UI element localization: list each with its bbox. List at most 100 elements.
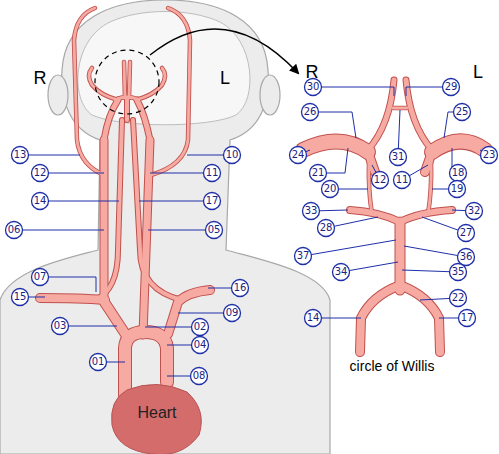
callout-circle (290, 147, 307, 164)
callout-circle (12, 289, 29, 306)
callout-number: 13 (14, 150, 27, 160)
inset-caption: circle of Willis (350, 359, 435, 373)
callout-number: 03 (54, 321, 67, 331)
callout-circle (449, 181, 466, 198)
callout-number: 16 (234, 283, 247, 293)
callout-number: 24 (292, 150, 305, 160)
callout-circle (295, 248, 312, 265)
organ-label: Heart (137, 404, 176, 422)
heart-shape: Heart (107, 380, 207, 454)
callout-number: 11 (206, 168, 219, 178)
callout-circle (90, 354, 107, 371)
callout-circle (322, 181, 339, 198)
side-label: L (220, 69, 230, 87)
callout-number: 15 (14, 292, 27, 302)
callout-circle (305, 79, 322, 96)
callout-circle (458, 225, 475, 242)
callout-number: 18 (452, 168, 465, 178)
callout-number: 19 (451, 184, 464, 194)
callout-circle (459, 310, 476, 327)
callout-number: 17 (206, 196, 219, 206)
callout-circle (466, 203, 483, 220)
callout-circle (32, 193, 49, 210)
callout-number: 33 (305, 206, 318, 216)
leader-line (303, 240, 396, 256)
callout-number: 36 (460, 252, 473, 262)
callout-number: 29 (445, 82, 458, 92)
callout-number: 30 (307, 82, 320, 92)
leader-line (40, 173, 104, 174)
callout-number: 20 (324, 184, 337, 194)
callout-number: 34 (335, 267, 348, 277)
callout-number: 06 (8, 225, 21, 235)
callout-number: 37 (297, 251, 310, 261)
callout-circle (204, 193, 221, 210)
callout-number: 08 (193, 371, 206, 381)
callout-number: 28 (320, 223, 333, 233)
callout-circle (206, 222, 223, 239)
callout-circle (390, 149, 407, 166)
callout-circle (318, 220, 335, 237)
callout-number: 01 (92, 357, 105, 367)
leader-line (313, 87, 394, 96)
callout-number: 12 (34, 168, 47, 178)
leader-line (148, 230, 214, 231)
leader-line (139, 201, 212, 202)
callout-circle (333, 264, 350, 281)
callout-circle (52, 318, 69, 335)
leader-line (40, 201, 119, 202)
callout-circle (192, 337, 209, 354)
callout-number: 07 (34, 272, 47, 282)
callout-number: 12 (374, 175, 387, 185)
callout-number: 32 (468, 206, 481, 216)
callout-number: 21 (312, 168, 325, 178)
callout-circle (305, 310, 322, 327)
callout-circle (32, 269, 49, 286)
callout-number: 26 (304, 107, 317, 117)
callout-circle (6, 222, 23, 239)
callout-circle (224, 147, 241, 164)
callout-circle (372, 172, 389, 189)
callout-circle (454, 104, 471, 121)
callout-circle (302, 104, 319, 121)
callout-circle (12, 147, 29, 164)
callout-circle (32, 165, 49, 182)
heart-fill (112, 384, 202, 454)
callout-number: 25 (456, 107, 469, 117)
callout-number: 17 (461, 313, 474, 323)
callout-number: 35 (452, 267, 465, 277)
callout-circle (303, 203, 320, 220)
callout-circle (481, 147, 498, 164)
callout-number: 27 (460, 228, 473, 238)
callout-number: 02 (194, 322, 207, 332)
callout-circle (232, 280, 249, 297)
callout-number: 14 (34, 196, 47, 206)
callout-number: 14 (307, 313, 320, 323)
callout-circle (204, 165, 221, 182)
callout-number: 04 (194, 340, 207, 350)
callout-number: 31 (392, 152, 405, 162)
callout-circle (450, 165, 467, 182)
callout-number: 22 (452, 293, 465, 303)
leader-line (404, 246, 466, 257)
callout-circle (394, 172, 411, 189)
callout-number: 05 (208, 225, 221, 235)
callout-number: 10 (226, 150, 239, 160)
callout-circle (224, 305, 241, 322)
side-label: L (473, 63, 483, 81)
side-label: R (306, 63, 319, 81)
callout-number: 23 (483, 150, 496, 160)
side-label: R (34, 69, 47, 87)
callout-circle (458, 249, 475, 266)
callout-circle (443, 79, 460, 96)
callout-number: 11 (396, 175, 409, 185)
callout-circle (192, 319, 209, 336)
leader-line (14, 230, 104, 231)
callout-number: 09 (226, 308, 239, 318)
callout-circle (450, 290, 467, 307)
leader-line (150, 173, 212, 174)
callout-circle (310, 165, 327, 182)
